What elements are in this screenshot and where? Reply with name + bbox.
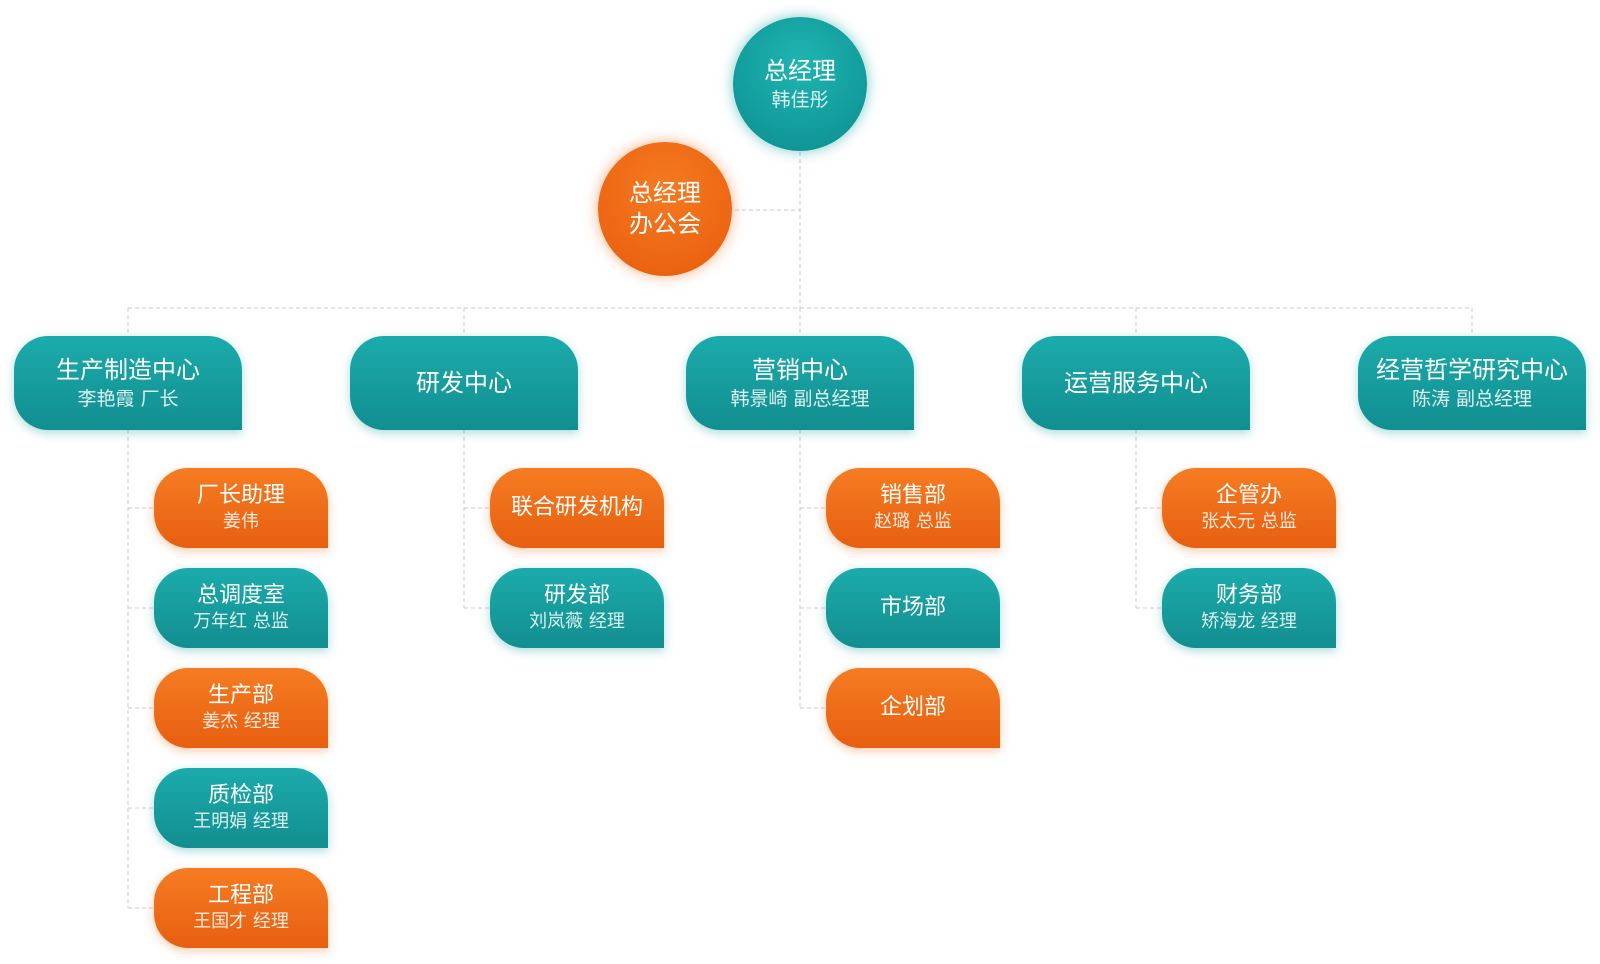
center-person: 韩景崎 副总经理 xyxy=(730,388,870,410)
dept-person: 姜伟 xyxy=(223,511,259,532)
dept-person: 万年红 总监 xyxy=(193,611,289,632)
center-rnd: 研发中心 xyxy=(350,336,578,430)
dept-title: 工程部 xyxy=(207,883,274,908)
dept-title: 市场部 xyxy=(879,595,946,620)
dept-person: 矫海龙 经理 xyxy=(1201,611,1297,632)
center-production: 生产制造中心 李艳霞 厂长 xyxy=(14,336,242,430)
center-philosophy: 经营哲学研究中心 陈涛 副总经理 xyxy=(1358,336,1586,430)
center-title: 经营哲学研究中心 xyxy=(1376,356,1568,384)
center-title: 运营服务中心 xyxy=(1064,369,1208,397)
center-title: 生产制造中心 xyxy=(56,356,200,384)
gm-office-node: 总经理 办公会 xyxy=(598,142,732,276)
center-title: 研发中心 xyxy=(416,369,512,397)
dept-person: 张太元 总监 xyxy=(1201,511,1297,532)
dept-title: 质检部 xyxy=(207,783,274,808)
dept-sales: 销售部 赵璐 总监 xyxy=(826,468,1000,548)
center-person: 李艳霞 厂长 xyxy=(77,388,179,410)
ceo-person: 韩佳彤 xyxy=(771,89,829,111)
dept-rnd: 研发部 刘岚薇 经理 xyxy=(490,568,664,648)
dept-planning: 企划部 xyxy=(826,668,1000,748)
office-line2: 办公会 xyxy=(629,210,701,238)
dept-person: 王国才 经理 xyxy=(193,911,289,932)
dept-market: 市场部 xyxy=(826,568,1000,648)
dept-production: 生产部 姜杰 经理 xyxy=(154,668,328,748)
center-marketing: 营销中心 韩景崎 副总经理 xyxy=(686,336,914,430)
dept-person: 姜杰 经理 xyxy=(202,711,280,732)
office-line1: 总经理 xyxy=(629,179,701,207)
center-person: 陈涛 副总经理 xyxy=(1411,388,1533,410)
dept-title: 生产部 xyxy=(207,683,274,708)
dept-title: 财务部 xyxy=(1215,583,1282,608)
dept-dispatch-office: 总调度室 万年红 总监 xyxy=(154,568,328,648)
dept-title: 销售部 xyxy=(879,483,946,508)
dept-joint-rnd: 联合研发机构 xyxy=(490,468,664,548)
dept-title: 企管办 xyxy=(1215,483,1282,508)
dept-title: 联合研发机构 xyxy=(510,495,643,520)
dept-person: 刘岚薇 经理 xyxy=(529,611,625,632)
dept-person: 赵璐 总监 xyxy=(874,511,952,532)
dept-title: 研发部 xyxy=(543,583,610,608)
dept-title: 企划部 xyxy=(879,695,946,720)
ceo-node: 总经理 韩佳彤 xyxy=(733,17,867,151)
dept-title: 厂长助理 xyxy=(196,483,285,508)
ceo-title: 总经理 xyxy=(764,57,836,85)
dept-finance: 财务部 矫海龙 经理 xyxy=(1162,568,1336,648)
dept-title: 总调度室 xyxy=(196,583,285,608)
center-title: 营销中心 xyxy=(752,356,848,384)
dept-person: 王明娟 经理 xyxy=(193,811,289,832)
dept-engineering: 工程部 王国才 经理 xyxy=(154,868,328,948)
dept-plant-assistant: 厂长助理 姜伟 xyxy=(154,468,328,548)
dept-management-office: 企管办 张太元 总监 xyxy=(1162,468,1336,548)
dept-quality: 质检部 王明娟 经理 xyxy=(154,768,328,848)
center-operations: 运营服务中心 xyxy=(1022,336,1250,430)
